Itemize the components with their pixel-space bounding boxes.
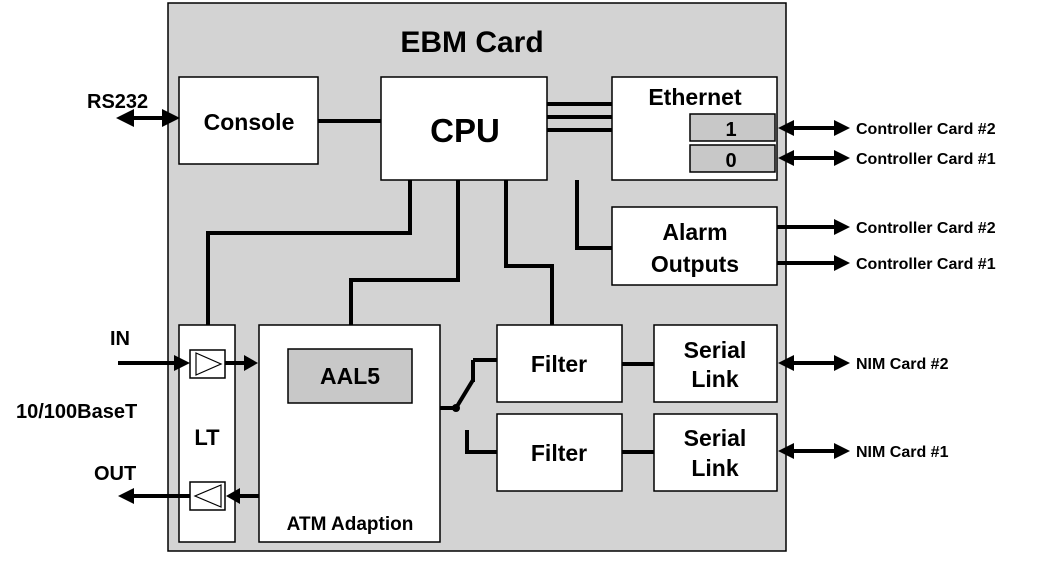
ethernet-port-1-link: Controller Card #2 xyxy=(778,120,996,138)
ethernet-port-0-label: 0 xyxy=(725,150,736,172)
aal5-block xyxy=(287,348,413,404)
serial-top-line1: Serial xyxy=(684,337,747,363)
ethernet-port-0 xyxy=(689,144,776,173)
ethernet-port-1 xyxy=(689,113,776,142)
ethernet-port-1-label: 1 xyxy=(725,119,736,141)
console-label: Console xyxy=(204,109,295,135)
eth1-dest-label: Controller Card #2 xyxy=(856,121,996,138)
transmitter-triangle-icon xyxy=(193,484,222,508)
serial-bottom-line2: Link xyxy=(691,455,738,481)
cpu-label: CPU xyxy=(430,112,500,149)
in-label: IN xyxy=(110,328,130,350)
console-block: Console xyxy=(178,76,319,165)
serial-bottom-line1: Serial xyxy=(684,425,747,451)
lt-block: LT xyxy=(178,324,236,543)
filter-bottom-label: Filter xyxy=(531,440,587,466)
lt-label: LT xyxy=(194,425,220,450)
filter-top-label: Filter xyxy=(531,351,587,377)
serial-link-top-block: Serial Link xyxy=(653,324,778,403)
atm-adaption-block: AAL5 ATM Adaption xyxy=(258,324,441,543)
nim2-label: NIM Card #2 xyxy=(856,356,949,373)
filter-top-block: Filter xyxy=(496,324,623,403)
filter-bottom-block: Filter xyxy=(496,413,623,492)
out-connection: OUT xyxy=(94,463,259,504)
cpu-block: CPU xyxy=(380,76,548,181)
eth0-dest-label: Controller Card #1 xyxy=(856,151,996,168)
ethernet-label: Ethernet xyxy=(648,84,742,110)
nim-card-2-link: NIM Card #2 xyxy=(778,355,949,373)
ethernet-block: Ethernet 1 0 xyxy=(611,76,778,181)
alarm-outputs-block: Alarm Outputs xyxy=(611,206,778,286)
alarm-label-line1: Alarm xyxy=(662,219,727,245)
alarm1-dest-label: Controller Card #2 xyxy=(856,220,996,237)
serial-link-bottom-block: Serial Link xyxy=(653,413,778,492)
base-t-label: 10/100BaseT xyxy=(16,401,137,423)
out-label: OUT xyxy=(94,463,136,485)
card-title: EBM Card xyxy=(400,26,543,59)
alarm-output-1-link: Controller Card #2 xyxy=(777,219,996,237)
rs232-label: RS232 xyxy=(87,91,148,113)
rs232-connection: RS232 xyxy=(87,91,180,127)
atm-adaption-label: ATM Adaption xyxy=(287,514,414,535)
aal5-label: AAL5 xyxy=(320,363,380,389)
nim-card-1-link: NIM Card #1 xyxy=(778,443,949,461)
nim1-label: NIM Card #1 xyxy=(856,444,949,461)
internal-wiring xyxy=(206,102,654,454)
alarm-label-line2: Outputs xyxy=(651,251,739,277)
ethernet-port-0-link: Controller Card #1 xyxy=(778,150,996,168)
in-connection: IN xyxy=(110,328,258,371)
switch-pivot xyxy=(452,404,460,412)
alarm2-dest-label: Controller Card #1 xyxy=(856,256,996,273)
alarm-output-2-link: Controller Card #1 xyxy=(777,255,996,273)
receiver-triangle-icon xyxy=(195,352,223,376)
serial-top-line2: Link xyxy=(691,366,738,392)
